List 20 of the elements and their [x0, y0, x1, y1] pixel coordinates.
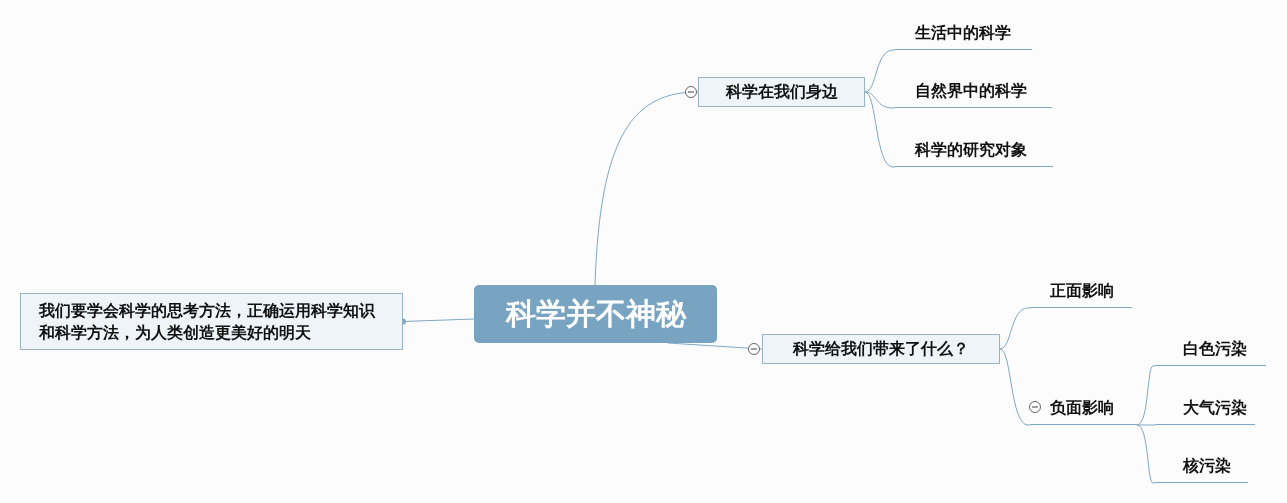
- subtopic-label: 正面影响: [1030, 276, 1132, 308]
- topic-box: 我们要学会科学的思考方法，正确运用科学知识和科学方法，为人类创造更美好的明天: [20, 293, 403, 350]
- central-topic-box: 科学并不神秘: [474, 285, 717, 343]
- connector-line: [864, 91, 896, 168]
- connector-line: [999, 307, 1031, 350]
- connector-line: [1136, 424, 1156, 426]
- connector-line: [999, 348, 1031, 426]
- topic-box: 科学给我们带来了什么？: [762, 334, 1000, 364]
- connector-line: [864, 91, 896, 109]
- subtopic-label: 自然界中的科学: [895, 76, 1052, 108]
- connector-line: [1136, 424, 1156, 484]
- topic-box: 科学在我们身边: [698, 77, 865, 107]
- connector-line: [864, 49, 896, 93]
- connector-line: [667, 342, 763, 350]
- subtopic-label: 白色污染: [1155, 334, 1266, 366]
- subtopic-label: 生活中的科学: [895, 18, 1032, 50]
- subtopic-label: 科学的研究对象: [895, 135, 1053, 167]
- subtopic-label: 核污染: [1155, 451, 1248, 483]
- connector-line: [1136, 365, 1156, 426]
- subtopic-label: 大气污染: [1155, 393, 1255, 425]
